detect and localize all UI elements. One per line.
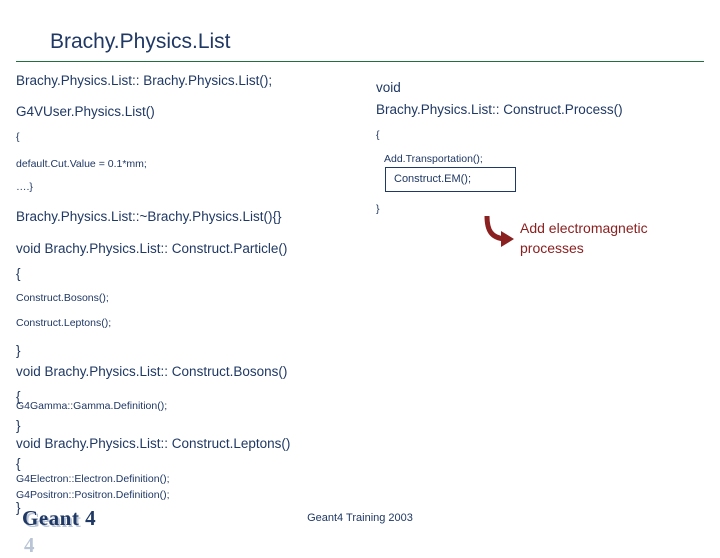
code-line: void Brachy.Physics.List:: Construct.Lep… (16, 436, 291, 451)
construct-em-callout: Construct.EM(); (385, 167, 516, 192)
code-line: default.Cut.Value = 0.1*mm; (16, 158, 147, 170)
code-line: void Brachy.Physics.List:: Construct.Bos… (16, 364, 288, 379)
code-line: { (16, 456, 21, 471)
code-line: Brachy.Physics.List:: Brachy.Physics.Lis… (16, 73, 273, 88)
code-line: { (16, 266, 21, 281)
title-divider (16, 61, 704, 62)
code-line: { (16, 131, 20, 143)
code-line: Construct.Bosons(); (16, 292, 109, 304)
page-title: Brachy.Physics.List (50, 30, 231, 53)
code-line: void Brachy.Physics.List:: Construct.Par… (16, 241, 288, 256)
slide: Brachy.Physics.List Brachy.Physics.List:… (16, 30, 704, 557)
code-line: Construct.Leptons(); (16, 317, 112, 329)
code-line: Brachy.Physics.List:: Construct.Process(… (376, 102, 623, 117)
code-line: { (376, 129, 380, 141)
code-line: } (16, 500, 21, 515)
code-line: G4VUser.Physics.List() (16, 104, 155, 119)
code-line: G4Positron::Positron.Definition(); (16, 489, 170, 501)
code-line: G4Gamma::Gamma.Definition(); (16, 400, 168, 412)
code-line: G4Electron::Electron.Definition(); (16, 473, 170, 485)
geant4-logo-text: Geant 4 (22, 506, 97, 530)
code-line: } (16, 343, 21, 358)
footer-caption: Geant4 Training 2003 (307, 512, 413, 524)
code-line: } (16, 418, 21, 433)
annotation-text: Add electromagnetic processes (520, 220, 648, 257)
code-line: } (376, 203, 380, 215)
code-line: void (376, 80, 401, 95)
code-line: ….} (16, 181, 33, 193)
code-line: Add.Transportation(); (384, 153, 483, 165)
code-line: { (16, 389, 21, 404)
arrow-icon (484, 215, 514, 247)
code-line: Brachy.Physics.List::~Brachy.Physics.Lis… (16, 209, 282, 224)
